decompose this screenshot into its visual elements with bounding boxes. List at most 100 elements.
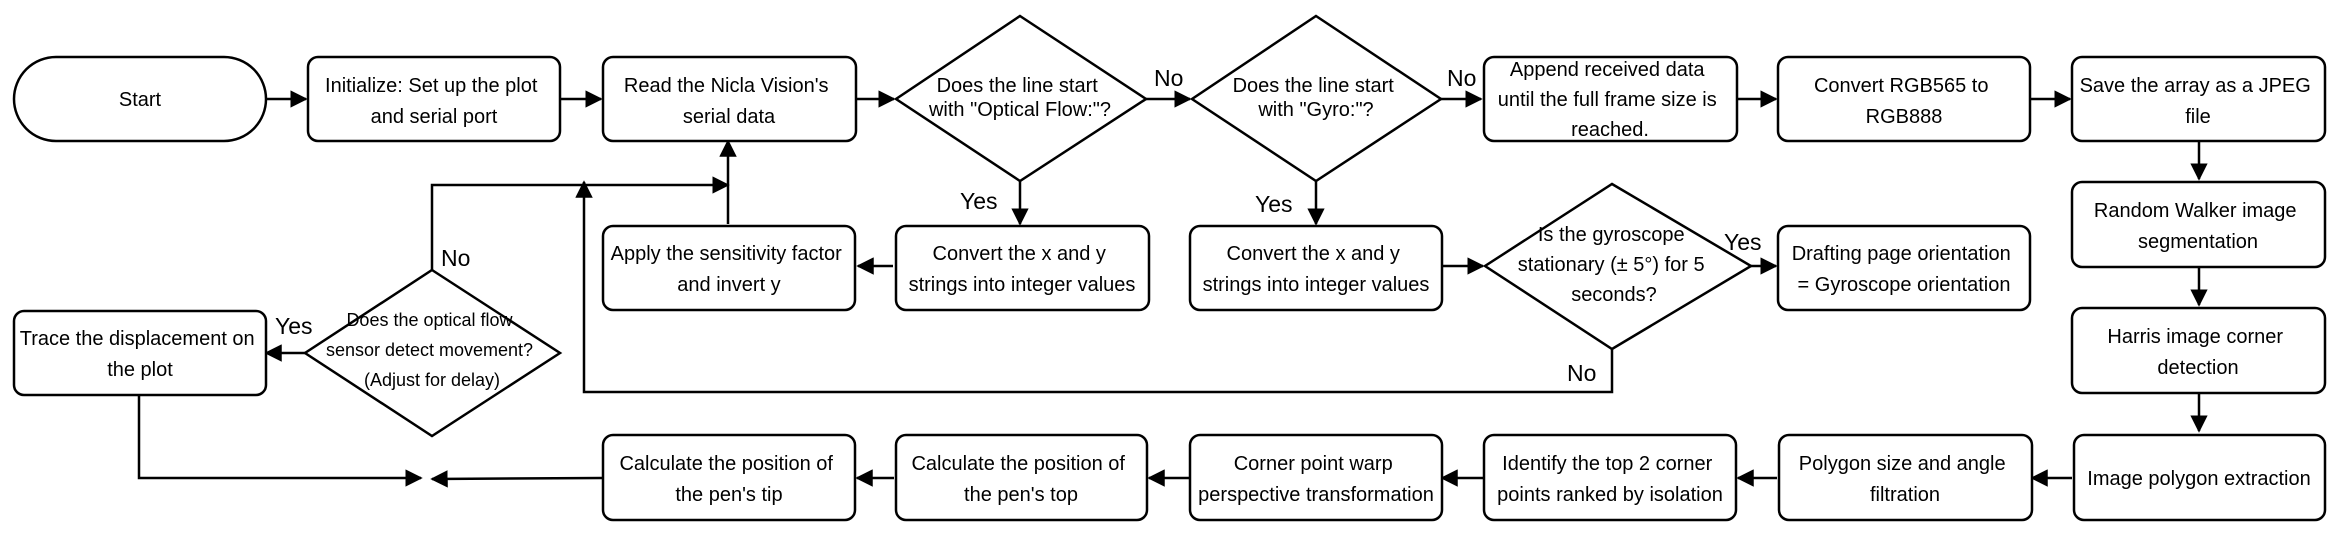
node-q-stationary-line-3: seconds? <box>1571 284 1657 306</box>
node-warp-line-2: perspective transformation <box>1198 484 1434 506</box>
svg-text:Corner point warp pers: Corner point warp perspective transforma… <box>1198 453 1434 506</box>
label-yes-stationary: Yes <box>1724 229 1762 255</box>
label-no-stationary: No <box>1567 360 1596 386</box>
node-start: Start <box>12 55 268 143</box>
svg-text:Read the Nicla Vision's: Read the Nicla Vision's serial data <box>624 75 834 128</box>
node-polygon-filter-line-1: Polygon size and angle <box>1799 453 2006 475</box>
node-init-line-2: and serial port <box>371 106 498 128</box>
svg-text:Image polygon extraction: Image polygon extraction <box>2087 468 2310 490</box>
node-q-stationary: Is the gyroscope stationary (± 5°) for 5… <box>1482 182 1754 351</box>
node-random-walker-line-2: segmentation <box>2138 231 2258 253</box>
nodes: Start Initialize: Set up the plot and se… <box>12 14 2327 522</box>
node-orientation-line-2: = Gyroscope orientation <box>1798 274 2011 296</box>
node-pen-tip: Calculate the position of the pen's tip <box>601 433 857 522</box>
svg-text:Start: Start <box>119 89 162 111</box>
svg-text:Trace the displacement on: Trace the displacement on the plot <box>20 328 261 381</box>
svg-text:Initialize: Set up the plot: Initialize: Set up the plot and serial p… <box>325 75 543 128</box>
node-trace-line-2: the plot <box>107 359 173 381</box>
node-orientation: Drafting page orientation = Gyroscope or… <box>1776 224 2032 312</box>
svg-text:Polygon size and angle: Polygon size and angle filtration <box>1799 453 2011 506</box>
node-q-optical-line-1: Does the line start <box>937 75 1099 97</box>
node-harris-line-1: Harris image corner <box>2107 326 2283 348</box>
svg-text:Apply the sensitivity factor: Apply the sensitivity factor and invert … <box>611 243 848 296</box>
node-q-movement-line-1: Does the optical flow <box>346 310 513 330</box>
node-convert-rgb-line-2: RGB888 <box>1866 106 1943 128</box>
edge-qmove-read <box>430 176 730 270</box>
node-convert-rgb-line-1: Convert RGB565 to <box>1814 75 1989 97</box>
node-polygon-filter-line-2: filtration <box>1870 484 1940 506</box>
node-random-walker: Random Walker image segmentation <box>2070 180 2327 269</box>
label-yes-optical: Yes <box>960 188 998 214</box>
node-q-optical: Does the line start with "Optical Flow:"… <box>893 14 1149 183</box>
svg-text:Is the gyroscope stati: Is the gyroscope stationary (± 5°) for 5… <box>1518 224 1710 306</box>
svg-text:Drafting page orientation: Drafting page orientation = Gyroscope or… <box>1792 243 2017 296</box>
node-polygon-extract: Image polygon extraction <box>2072 433 2327 522</box>
node-q-gyro-line-2: with "Gyro:"? <box>1257 99 1373 121</box>
svg-text:Identify the top 2 corner: Identify the top 2 corner points ranked … <box>1497 453 1723 506</box>
svg-text:Does the line start wi: Does the line start with "Gyro:"? <box>1233 75 1400 121</box>
node-convert-xy-1-line-1: Convert the x and y <box>933 243 1106 265</box>
node-trace: Trace the displacement on the plot <box>12 309 268 397</box>
label-no-optical: No <box>1154 65 1183 91</box>
svg-text:Convert RGB565 to RGB8: Convert RGB565 to RGB888 <box>1814 75 1994 128</box>
node-init: Initialize: Set up the plot and serial p… <box>306 55 562 143</box>
node-pen-top-line-1: Calculate the position of <box>911 453 1125 475</box>
node-q-movement-line-2: sensor detect movement? <box>326 340 533 360</box>
node-random-walker-line-1: Random Walker image <box>2094 200 2297 222</box>
node-init-line-1: Initialize: Set up the plot <box>325 75 538 97</box>
edge-labels: No No Yes Yes Yes No Yes No <box>275 65 1762 386</box>
node-convert-xy-2: Convert the x and y strings into integer… <box>1188 224 1444 312</box>
node-q-movement-line-3: (Adjust for delay) <box>364 370 500 390</box>
node-sensitivity: Apply the sensitivity factor and invert … <box>601 224 857 312</box>
node-q-optical-line-2: with "Optical Flow:"? <box>928 99 1111 121</box>
node-trace-line-1: Trace the displacement on <box>20 328 255 350</box>
node-convert-xy-2-line-2: strings into integer values <box>1203 274 1430 296</box>
edges <box>137 90 2208 488</box>
node-append: Append received data until the full fram… <box>1482 55 1739 143</box>
svg-text:Convert the x and y st: Convert the x and y strings into integer… <box>909 243 1136 296</box>
svg-text:Harris image corner de: Harris image corner detection <box>2107 326 2288 379</box>
node-warp-line-1: Corner point warp <box>1234 453 1393 475</box>
node-append-line-3: reached. <box>1571 119 1649 141</box>
node-append-line-1: Append received data <box>1510 59 1705 81</box>
edge-trace-merge <box>137 395 423 487</box>
node-pen-tip-line-1: Calculate the position of <box>619 453 833 475</box>
svg-text:Calculate the position of: Calculate the position of the pen's top <box>911 453 1130 506</box>
node-sensitivity-line-2: and invert y <box>677 274 780 296</box>
node-convert-xy-1-line-2: strings into integer values <box>909 274 1136 296</box>
svg-text:Convert the x and y st: Convert the x and y strings into integer… <box>1203 243 1430 296</box>
svg-text:Append received data u: Append received data until the full fram… <box>1498 59 1723 141</box>
node-convert-xy-1: Convert the x and y strings into integer… <box>894 224 1151 312</box>
label-no-movement: No <box>441 245 470 271</box>
node-pen-top: Calculate the position of the pen's top <box>894 433 1149 522</box>
node-read-line-1: Read the Nicla Vision's <box>624 75 829 97</box>
node-q-stationary-line-1: Is the gyroscope <box>1538 224 1685 246</box>
label-yes-movement: Yes <box>275 313 313 339</box>
node-q-movement: Does the optical flow sensor detect move… <box>302 268 563 438</box>
label-yes-gyro: Yes <box>1255 191 1293 217</box>
node-q-gyro: Does the line start with "Gyro:"? <box>1189 14 1444 183</box>
node-append-line-2: until the full frame size is <box>1498 89 1717 111</box>
node-convert-xy-2-line-1: Convert the x and y <box>1227 243 1400 265</box>
node-save-jpeg: Save the array as a JPEG file <box>2070 55 2327 143</box>
node-polygon-filter: Polygon size and angle filtration <box>1777 433 2034 522</box>
node-q-stationary-line-2: stationary (± 5°) for 5 <box>1518 254 1705 276</box>
node-save-jpeg-line-1: Save the array as a JPEG <box>2080 75 2311 97</box>
node-orientation-line-1: Drafting page orientation <box>1792 243 2011 265</box>
edge-qstat-read <box>575 180 1614 394</box>
node-read: Read the Nicla Vision's serial data <box>601 55 858 143</box>
node-read-line-2: serial data <box>683 106 776 128</box>
edge-pentip-qmove <box>430 470 603 488</box>
node-top-corners-line-1: Identify the top 2 corner <box>1502 453 1712 475</box>
svg-text:Random Walker image se: Random Walker image segmentation <box>2094 200 2302 253</box>
node-top-corners: Identify the top 2 corner points ranked … <box>1482 433 1738 522</box>
node-polygon-extract-line-1: Image polygon extraction <box>2087 468 2310 490</box>
svg-text:Does the line start wi: Does the line start with "Optical Flow:"… <box>928 75 1111 121</box>
node-pen-top-line-2: the pen's top <box>964 484 1078 506</box>
node-start-line-1: Start <box>119 89 162 111</box>
node-sensitivity-line-1: Apply the sensitivity factor <box>611 243 843 265</box>
label-no-gyro: No <box>1447 65 1476 91</box>
node-warp: Corner point warp perspective transforma… <box>1188 433 1444 522</box>
node-save-jpeg-line-2: file <box>2185 106 2211 128</box>
